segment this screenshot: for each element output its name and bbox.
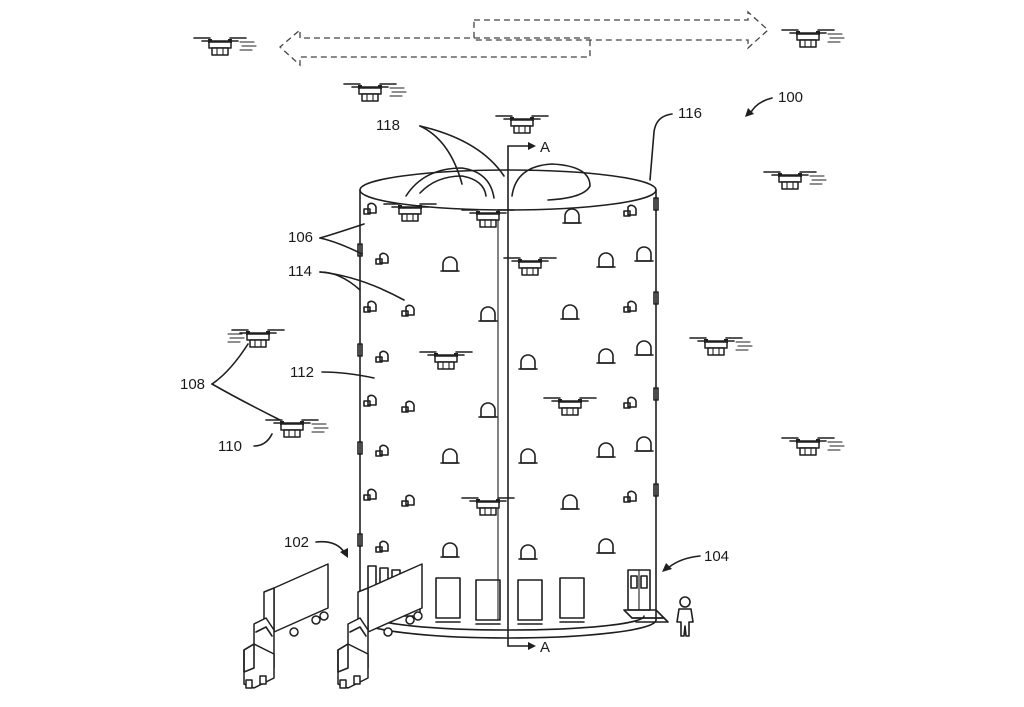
- label-118: 118: [376, 117, 400, 134]
- label-104: 104: [704, 548, 729, 565]
- label-102: 102: [284, 534, 309, 551]
- reference-labels: 100 118 116 106 114 112 108 110 102 104 …: [180, 89, 803, 656]
- section-mark-top: A: [540, 139, 550, 156]
- flight-path-arrows: [279, 10, 769, 67]
- section-mark-bottom: A: [540, 639, 550, 656]
- label-106: 106: [288, 229, 313, 246]
- delivery-trucks: [243, 563, 423, 689]
- label-110: 110: [218, 438, 242, 455]
- access-door: [623, 569, 669, 623]
- label-114: 114: [288, 263, 312, 280]
- person: [676, 596, 694, 637]
- label-116: 116: [678, 105, 702, 122]
- label-100: 100: [778, 89, 803, 106]
- leader-lines: [211, 97, 773, 572]
- label-112: 112: [290, 364, 314, 381]
- label-108: 108: [180, 376, 205, 393]
